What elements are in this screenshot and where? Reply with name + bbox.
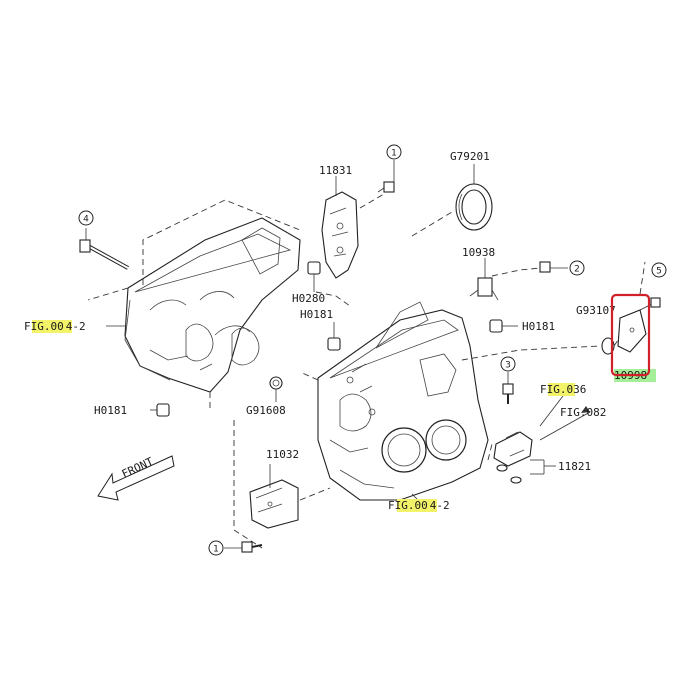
label-11032: 11032 bbox=[266, 448, 299, 461]
dash-line bbox=[411, 211, 453, 237]
left-cylinder-block-half bbox=[87, 199, 301, 410]
ring-g91608 bbox=[269, 376, 283, 402]
svg-text:2: 2 bbox=[574, 265, 580, 275]
bolt-callout-1-bottom bbox=[224, 541, 263, 553]
label-11831: 11831 bbox=[319, 164, 352, 177]
leader-fig036 bbox=[539, 391, 567, 427]
label-h0181-right: H0181 bbox=[522, 320, 555, 333]
stud-bolt bbox=[79, 228, 129, 270]
label-10938: 10938 bbox=[462, 246, 495, 259]
bolt-callout-3 bbox=[502, 372, 514, 404]
label-fig036: FIG.036 bbox=[540, 383, 586, 396]
svg-text:1: 1 bbox=[391, 149, 397, 159]
plug-h0181-right bbox=[489, 319, 518, 333]
rear-bracket bbox=[321, 176, 359, 279]
bolt-callout-2 bbox=[539, 261, 568, 273]
svg-text:5: 5 bbox=[656, 267, 662, 277]
svg-text:4: 4 bbox=[83, 215, 89, 225]
plug-h0181-left bbox=[150, 403, 170, 417]
front-arrow-icon bbox=[97, 455, 175, 501]
label-h0181-center: H0181 bbox=[300, 308, 333, 321]
dash-line bbox=[233, 420, 263, 549]
dash-line bbox=[491, 267, 541, 277]
leader-fig082 bbox=[539, 411, 591, 441]
bolt-top bbox=[377, 160, 395, 193]
dash-line bbox=[299, 371, 319, 381]
label-g79201: G79201 bbox=[450, 150, 490, 163]
callout-1-top: 1 bbox=[386, 144, 402, 160]
dash-line bbox=[299, 487, 331, 501]
plug-h0280 bbox=[307, 261, 321, 292]
dash-line bbox=[315, 291, 351, 307]
pipe-assembly-11821 bbox=[493, 431, 556, 484]
oil-seal bbox=[455, 164, 493, 231]
dash-line bbox=[613, 339, 619, 347]
dash-line bbox=[461, 345, 601, 361]
highlight-fig004-bottom bbox=[397, 499, 437, 512]
highlight-fig004-left bbox=[32, 320, 72, 333]
label-h0181-left: H0181 bbox=[94, 404, 127, 417]
label-11821: 11821 bbox=[558, 460, 591, 473]
callout-4: 4 bbox=[78, 210, 94, 226]
svg-text:3: 3 bbox=[505, 361, 511, 371]
callout-5: 5 bbox=[651, 262, 667, 278]
callout-3: 3 bbox=[500, 356, 516, 372]
sensor-10938 bbox=[469, 258, 499, 301]
dash-line bbox=[487, 443, 493, 461]
svg-text:1: 1 bbox=[213, 545, 219, 555]
dash-line bbox=[359, 193, 385, 209]
highlight-fig036 bbox=[548, 383, 575, 396]
label-g93107: G93107 bbox=[576, 304, 616, 317]
callout-1-bottom: 1 bbox=[208, 540, 224, 556]
cover-plate-10998 bbox=[617, 297, 661, 353]
dash-line bbox=[639, 261, 646, 295]
plug-h0181-center bbox=[327, 322, 341, 351]
label-g91608: G91608 bbox=[246, 404, 286, 417]
label-fig082: FIG.082 bbox=[560, 406, 606, 419]
arrow-head bbox=[581, 406, 590, 413]
right-cylinder-block-half bbox=[317, 301, 489, 501]
bracket-11032 bbox=[249, 464, 299, 529]
selection-box bbox=[610, 293, 651, 377]
callout-2: 2 bbox=[569, 260, 585, 276]
label-h0280: H0280 bbox=[292, 292, 325, 305]
